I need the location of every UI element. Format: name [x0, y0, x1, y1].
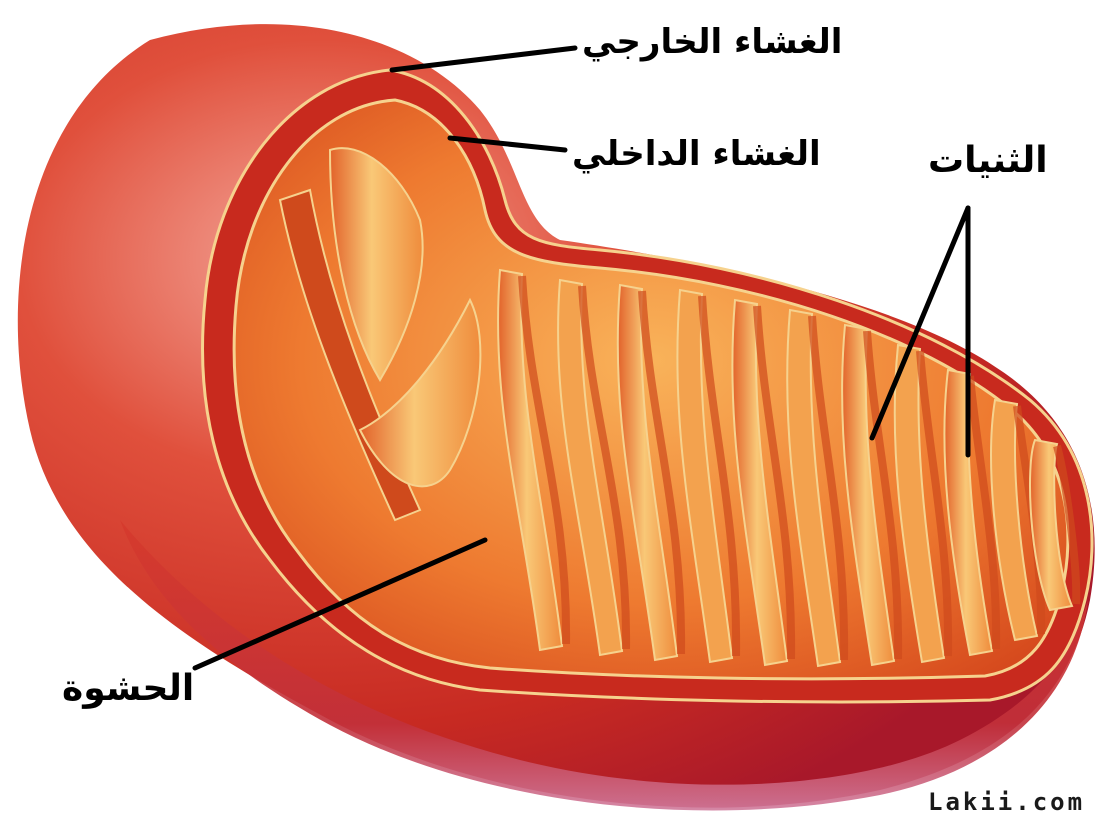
matrix-label: الحشوة — [62, 668, 194, 709]
cristae-label: الثنيات — [928, 140, 1048, 181]
site-watermark: Lakii.com — [928, 788, 1085, 816]
leader-outer-membrane — [392, 48, 575, 70]
outer-membrane-label: الغشاء الخارجي — [582, 22, 842, 62]
inner-membrane-label: الغشاء الداخلي — [572, 134, 821, 174]
